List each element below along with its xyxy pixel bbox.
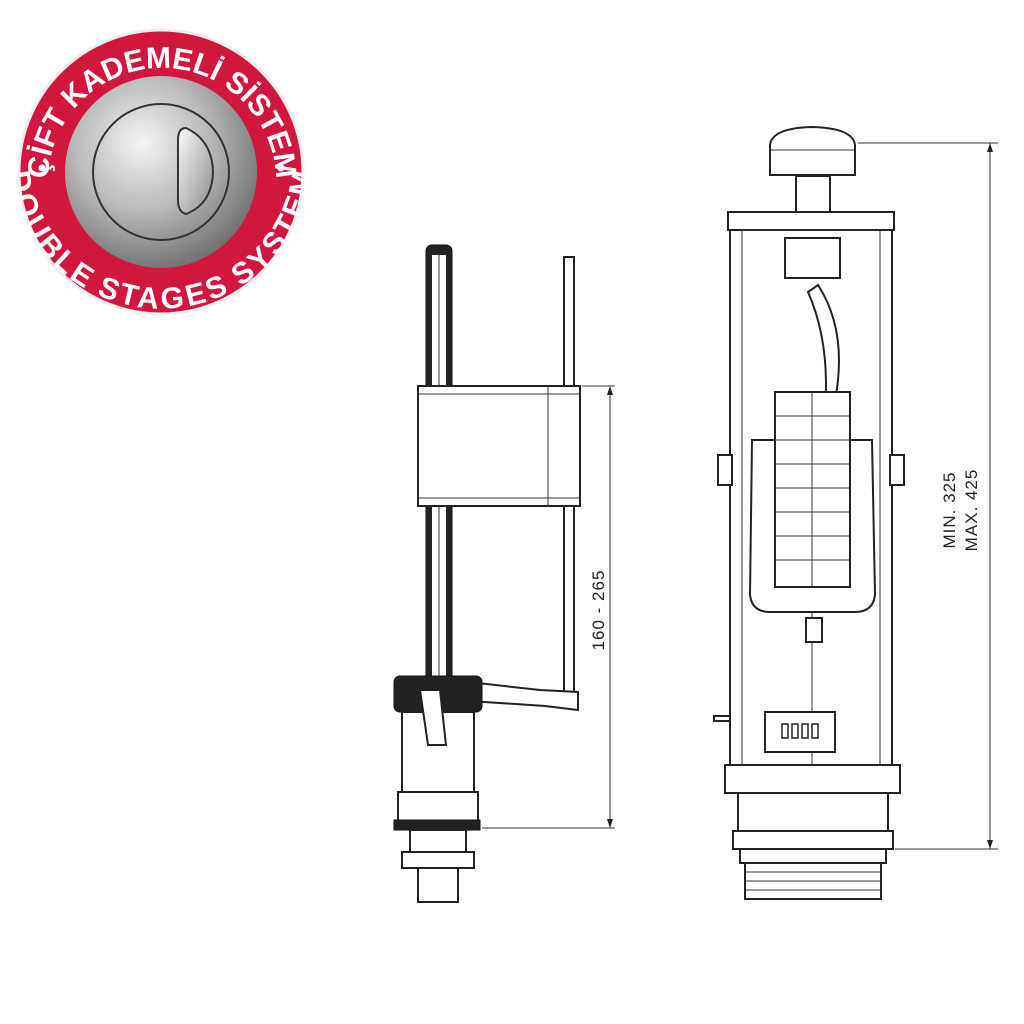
fill-valve-height-label: 160 - 265 xyxy=(589,570,608,651)
push-button xyxy=(769,125,856,176)
flush-valve-max-label: MAX. 425 xyxy=(962,469,981,552)
fill-valve-drawing: 160 - 265 xyxy=(393,244,615,903)
flush-valve-drawing: MIN. 325 MAX. 425 xyxy=(713,125,998,900)
valve-base xyxy=(724,764,901,794)
flush-valve-min-label: MIN. 325 xyxy=(940,472,959,549)
float-cup xyxy=(417,385,581,507)
double-stage-badge: ÇİFT KADEMELİ SİSTEM DOUBLE STAGES SYSTE… xyxy=(2,28,320,316)
half-flush-icon xyxy=(177,126,215,216)
